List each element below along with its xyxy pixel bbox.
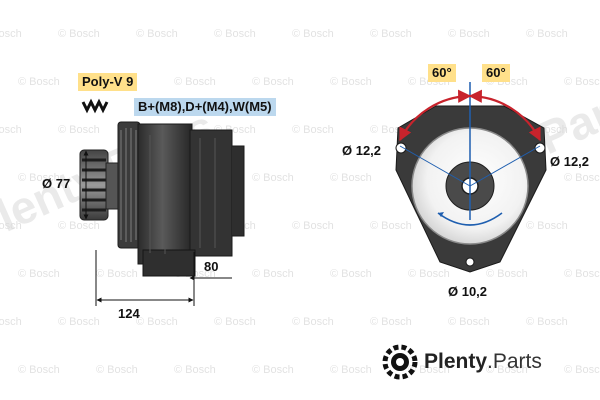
watermark-text: © Bosch: [486, 268, 528, 280]
watermark-text: © Bosch: [252, 268, 294, 280]
watermark-text: © Bosch: [0, 124, 22, 136]
watermark-text: © Bosch: [0, 220, 22, 232]
belt-type-label: Poly-V 9: [78, 73, 138, 91]
hole-bottom-diameter-label: Ø 10,2: [448, 284, 488, 299]
pulley-diameter-label: Ø 77: [42, 176, 71, 191]
watermark-text: © Bosch: [564, 364, 600, 376]
watermark-text: © Bosch: [252, 172, 294, 184]
brand-name-rest: .Parts: [487, 350, 542, 373]
watermark-text: © Bosch: [136, 28, 178, 40]
angle-indicator: [399, 82, 541, 220]
watermark-text: © Bosch: [58, 124, 100, 136]
watermark-text: © Bosch: [0, 28, 22, 40]
watermark-text: © Bosch: [292, 124, 334, 136]
watermark-text: © Bosch: [292, 220, 334, 232]
watermark-text: © Bosch: [526, 316, 568, 328]
watermark-text: © Bosch: [564, 268, 600, 280]
watermark-text: © Bosch: [292, 316, 334, 328]
watermark-text: © Bosch: [330, 172, 372, 184]
watermark-text: © Bosch: [292, 28, 334, 40]
watermark-text: © Bosch: [96, 364, 138, 376]
terminal-label: B+(M8),D+(M4),W(M5): [134, 98, 276, 116]
watermark-text: © Bosch: [448, 316, 490, 328]
watermark-text: © Bosch: [526, 220, 568, 232]
watermark-text: © Bosch: [174, 76, 216, 88]
watermark-text: © Bosch: [370, 220, 412, 232]
watermark-text: © Bosch: [408, 268, 450, 280]
watermark-text: © Bosch: [58, 220, 100, 232]
hole-left-diameter-label: Ø 12,2: [342, 143, 382, 158]
watermark-text: © Bosch: [18, 76, 60, 88]
gear-logo-icon: [382, 344, 418, 380]
watermark-text: © Bosch: [526, 28, 568, 40]
watermark-text: © Bosch: [448, 28, 490, 40]
watermark-text: © Bosch: [0, 316, 22, 328]
watermark-text: © Bosch: [564, 172, 600, 184]
watermark-text: © Bosch: [486, 364, 528, 376]
watermark-text: © Bosch: [174, 364, 216, 376]
watermark-text: © Bosch: [370, 28, 412, 40]
watermark-text: © Bosch: [58, 316, 100, 328]
watermark-text: © Bosch: [214, 28, 256, 40]
overall-length-label: 124: [118, 306, 140, 321]
watermark-text: © Bosch: [330, 268, 372, 280]
watermark-text: © Bosch: [58, 28, 100, 40]
brand-logo: Plenty.Parts: [382, 344, 542, 380]
angle-right-label: 60°: [482, 64, 510, 82]
watermark-text: © Bosch: [330, 76, 372, 88]
watermark-text: © Bosch: [564, 76, 600, 88]
watermark-text: © Bosch: [330, 364, 372, 376]
alternator-body: [137, 123, 245, 277]
brand-name-bold: Plenty: [424, 350, 488, 373]
watermark-text: © Bosch: [18, 172, 60, 184]
angle-left-label: 60°: [428, 64, 456, 82]
watermark-text: © Bosch: [252, 364, 294, 376]
fan-housing: [117, 121, 141, 249]
belt-profile-icon: [81, 98, 109, 114]
watermark-text: © Bosch: [18, 268, 60, 280]
watermark-text: © Bosch: [214, 316, 256, 328]
watermark-text: © Bosch: [370, 316, 412, 328]
body-length-label: 80: [204, 259, 219, 274]
watermark-text: © Bosch: [18, 364, 60, 376]
watermark-text: © Bosch: [408, 364, 450, 376]
watermark-text: © Bosch: [252, 76, 294, 88]
watermark-text: © Bosch: [136, 316, 178, 328]
watermark-text: © Bosch: [96, 268, 138, 280]
hole-right-diameter-label: Ø 12,2: [550, 154, 590, 169]
